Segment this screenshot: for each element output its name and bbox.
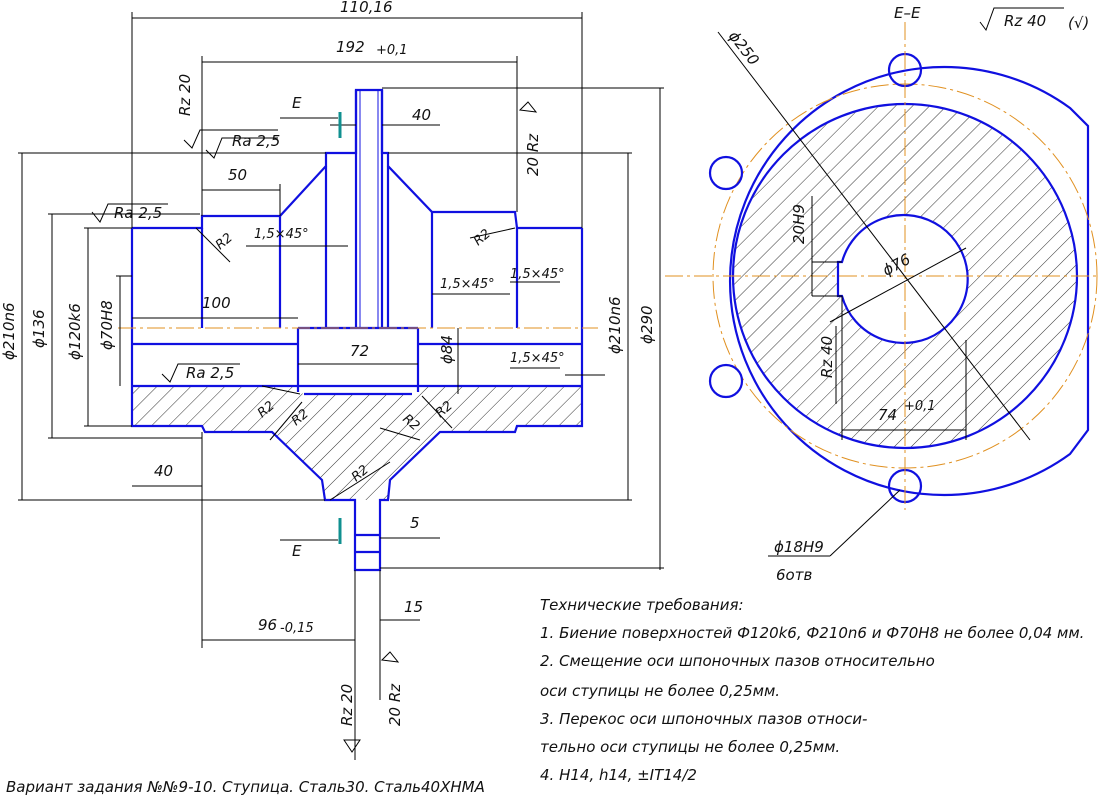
- dim-phi210n6-right: ϕ210n6: [606, 296, 624, 354]
- section-mark-bottom-label: E: [292, 542, 302, 560]
- dim-74: 74: [878, 406, 897, 424]
- end-section-view: E–E Rz 40 (√) ϕ250 ϕ76 20H9 Rz 40 74 +0,…: [665, 4, 1100, 584]
- dim-96: 96: [258, 616, 277, 634]
- flange-outline: [728, 65, 1090, 497]
- dim-192: 192: [336, 38, 365, 56]
- dim-74-tol: +0,1: [904, 399, 936, 414]
- dim-20H9: 20H9: [790, 204, 808, 244]
- dim-phi18H9: ϕ18H9: [774, 538, 824, 556]
- general-roughness-bracket: (√): [1068, 14, 1089, 32]
- dim-phi70H8: ϕ70H8: [98, 300, 116, 350]
- requirements-line-2: 2. Смещение оси шпоночных пазов относите…: [540, 652, 935, 670]
- chamfer-label-4: 1,5×45°: [510, 351, 565, 366]
- dim-rz40: Rz 40: [818, 336, 836, 378]
- dim-40-bottom: 40: [154, 462, 173, 480]
- rz20-bottom-left: Rz 20: [338, 684, 356, 726]
- requirements-title: Технические требования:: [540, 596, 744, 614]
- drawing-caption: Вариант задания №№9-10. Ступица. Сталь30…: [6, 778, 485, 796]
- dim-phi290: ϕ290: [638, 305, 656, 344]
- section-ee-label: E–E: [894, 4, 921, 22]
- dim-15: 15: [404, 598, 423, 616]
- dim-96-tol: -0,15: [280, 621, 314, 636]
- chamfer-label-1: 1,5×45°: [254, 227, 309, 242]
- rz20-bottom-right: 20 Rz: [386, 683, 404, 726]
- dim-5: 5: [410, 514, 420, 532]
- dim-100: 100: [202, 294, 231, 312]
- requirements-line-5: тельно оси ступицы не более 0,25мм.: [540, 738, 840, 756]
- roughness-symbols: [91, 101, 538, 753]
- dimension-lines: [18, 12, 664, 760]
- requirements-line-4: 3. Перекос оси шпоночных пазов относи-: [540, 710, 867, 728]
- dim-phi84: ϕ84: [438, 335, 456, 364]
- dim-holes-count: 6отв: [776, 566, 812, 584]
- general-roughness-symbol: [979, 7, 1064, 32]
- rz20-top: Rz 20: [176, 74, 194, 116]
- rz20-right: 20 Rz: [524, 133, 542, 176]
- dim-phi120k6: ϕ120k6: [66, 303, 84, 360]
- dim-192-tol: +0,1: [376, 43, 408, 58]
- ra25-left: Ra 2,5: [114, 204, 162, 222]
- radius-label-2: R2: [471, 226, 494, 249]
- technical-requirements: Технические требования: 1. Биение поверх…: [540, 596, 1084, 784]
- general-roughness-value: Rz 40: [1004, 12, 1046, 30]
- bore-cutout: [836, 213, 969, 345]
- side-section-view: E E 110,16 192 +0,1 40 50 100 72 40 5 15…: [0, 0, 664, 760]
- section-mark-top: E: [280, 94, 342, 138]
- requirements-line-1: 1. Биение поверхностей Ф120k6, Ф210n6 и …: [540, 624, 1084, 642]
- dim-phi136: ϕ136: [30, 309, 48, 348]
- dim-total-length: 110,16: [340, 0, 393, 16]
- dim-50: 50: [228, 166, 247, 184]
- requirements-line-3: оси ступицы не более 0,25мм.: [540, 682, 780, 700]
- section-mark-bottom: E: [280, 518, 342, 560]
- requirements-line-6: 4. Н14, h14, ±IT14/2: [540, 766, 697, 784]
- ra25-top: Ra 2,5: [232, 132, 280, 150]
- part-outline: [130, 88, 584, 572]
- section-hatch-lower: [132, 386, 582, 500]
- ra25-bore: Ra 2,5: [186, 364, 234, 382]
- dim-phi210n6-left: ϕ210n6: [0, 302, 18, 360]
- dim-40-top: 40: [412, 106, 431, 124]
- chamfer-label-2: 1,5×45°: [440, 277, 495, 292]
- radius-label-1: R2: [213, 230, 236, 253]
- dim-72: 72: [350, 342, 369, 360]
- section-mark-top-label: E: [292, 94, 302, 112]
- right-dimension-lines: [717, 31, 1031, 557]
- chamfer-label-3: 1,5×45°: [510, 267, 565, 282]
